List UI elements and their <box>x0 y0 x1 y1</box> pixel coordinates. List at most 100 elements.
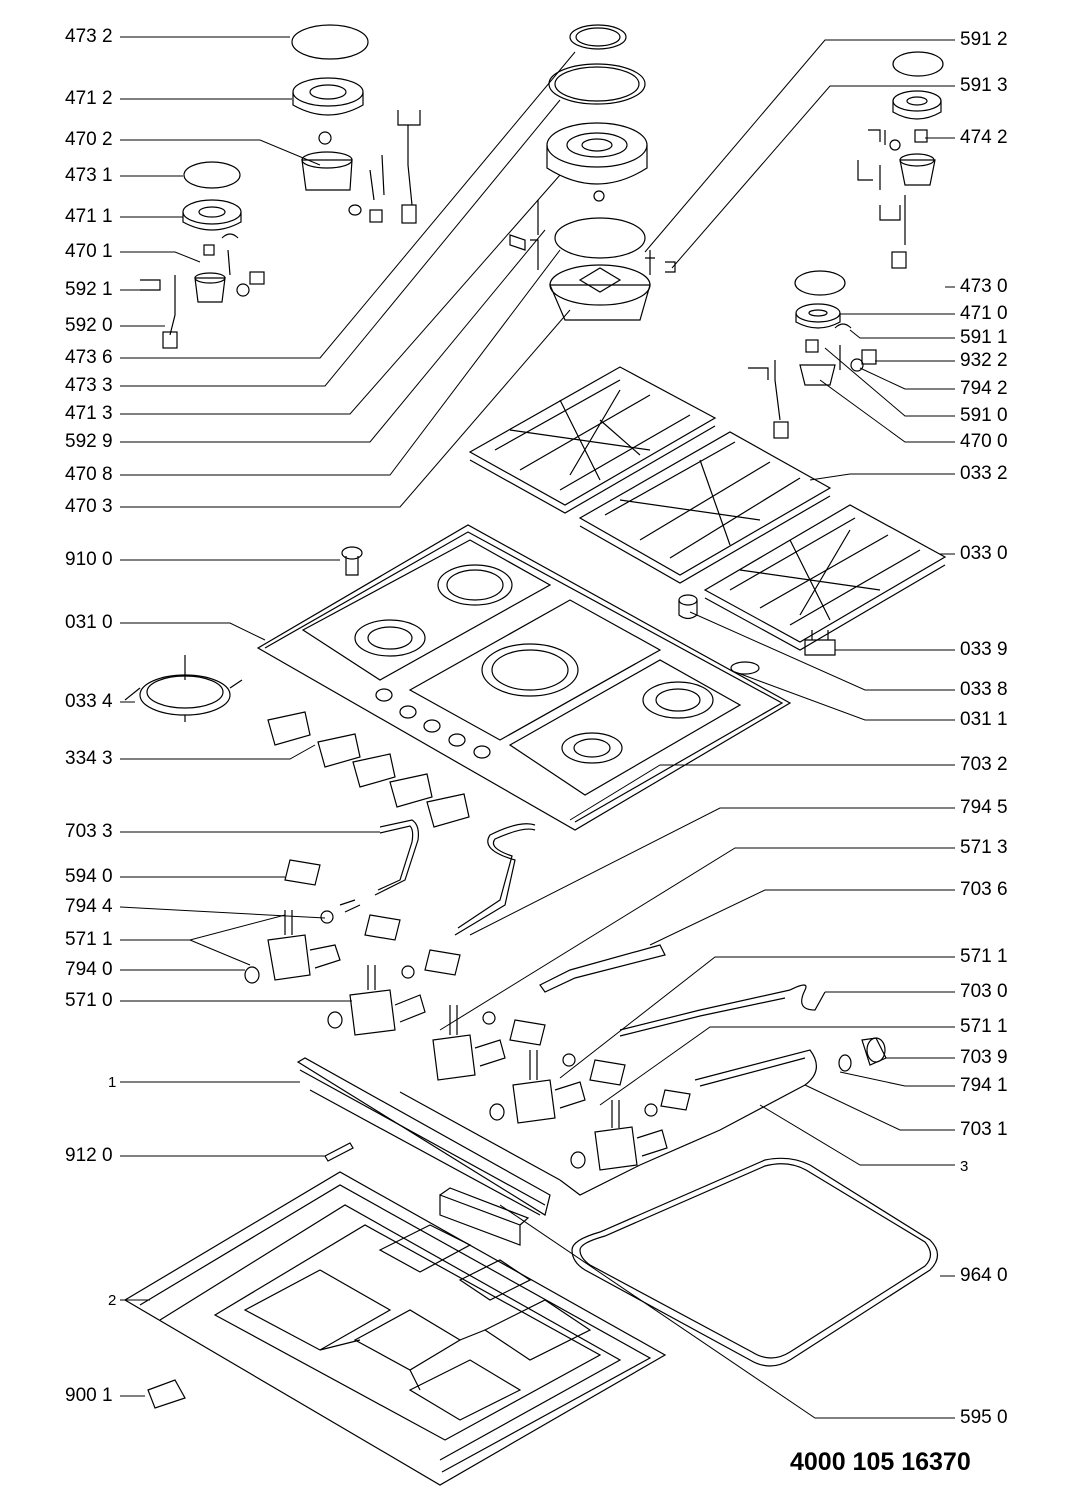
callout-label: 033 2 <box>960 463 1008 484</box>
burner-cap-4731 <box>183 161 241 189</box>
burner-cap-4730 <box>794 270 846 296</box>
burner-cap-4732 <box>291 24 369 60</box>
callout-label: 031 0 <box>65 612 113 633</box>
leader-lines-right <box>439 39 955 1419</box>
callout-label: 473 0 <box>960 276 1008 297</box>
burner-cap-4736 <box>569 24 627 50</box>
callout-label: 473 6 <box>65 347 113 368</box>
callout-label: 703 0 <box>960 981 1008 1002</box>
callout-label: 594 0 <box>65 866 113 887</box>
callout-label: 703 2 <box>960 754 1008 775</box>
callout-label: 571 1 <box>960 946 1008 967</box>
callout-label: 033 9 <box>960 639 1008 660</box>
callout-label: 964 0 <box>960 1265 1008 1286</box>
callout-label: 471 0 <box>960 303 1008 324</box>
burner-body-4702 <box>301 110 421 224</box>
callout-label: 591 3 <box>960 75 1008 96</box>
callout-label: 900 1 <box>65 1385 113 1406</box>
hob-top-0310 <box>256 524 792 831</box>
callout-label: 592 1 <box>65 279 113 300</box>
ignition-module-5950 <box>439 1187 530 1246</box>
callout-label: 794 0 <box>65 959 113 980</box>
tap-5711b <box>570 1100 668 1171</box>
foot-0338 <box>678 594 698 620</box>
callout-label: 033 4 <box>65 691 113 712</box>
callout-label: 1 <box>108 1074 117 1091</box>
callout-label: 471 2 <box>65 88 113 109</box>
front-profile-1 <box>296 1057 561 1216</box>
callout-label: 703 6 <box>960 879 1008 900</box>
tap-clips <box>284 859 691 1117</box>
pipe-7031 <box>559 1049 817 1196</box>
callout-label: 334 3 <box>65 748 113 769</box>
gasket-5929 <box>554 190 646 259</box>
callout-label: 571 1 <box>960 1016 1008 1037</box>
callout-label: 473 1 <box>65 165 113 186</box>
callout-label: 470 1 <box>65 241 113 262</box>
burner-cap-5913 <box>892 51 944 77</box>
callout-label: 703 1 <box>960 1119 1008 1140</box>
callout-label: 031 1 <box>960 709 1008 730</box>
pipe-7033 <box>374 819 419 896</box>
foot-9001 <box>147 1379 186 1409</box>
ring-4733 <box>548 63 646 105</box>
callout-label: 910 0 <box>65 549 113 570</box>
callout-label: 473 2 <box>65 26 113 47</box>
pan-support-left <box>468 366 717 514</box>
callout-label: 703 3 <box>65 821 113 842</box>
pan-support-right <box>703 504 947 651</box>
callout-label: 591 2 <box>960 29 1008 50</box>
burner-crown-4710 <box>795 303 841 329</box>
callout-label: 932 2 <box>960 350 1008 371</box>
callout-label: 591 1 <box>960 327 1008 348</box>
callout-label: 033 0 <box>960 543 1008 564</box>
callout-label: 470 2 <box>65 129 113 150</box>
callout-label: 794 5 <box>960 797 1008 818</box>
clip-0339 <box>804 630 836 656</box>
callout-label: 033 8 <box>960 679 1008 700</box>
bottom-tray-2 <box>123 1171 667 1486</box>
callout-label: 703 9 <box>960 1047 1008 1068</box>
callout-label: 912 0 <box>65 1145 113 1166</box>
callout-label: 471 3 <box>65 403 113 424</box>
tap-5710 <box>327 965 426 1036</box>
callout-label: 470 8 <box>65 464 113 485</box>
callout-label: 571 3 <box>960 837 1008 858</box>
screw-9100 <box>341 546 363 576</box>
callout-label: 474 2 <box>960 127 1008 148</box>
callout-label: 2 <box>108 1292 117 1309</box>
elbow-7039 <box>838 1037 887 1072</box>
pipe-7945 <box>454 823 536 936</box>
pan-support-middle <box>578 431 832 584</box>
callout-label: 794 1 <box>960 1075 1008 1096</box>
burner-crown-4712 <box>292 77 364 116</box>
callout-label: 595 0 <box>960 1407 1008 1428</box>
callout-label: 571 0 <box>65 990 113 1011</box>
callout-label: 592 9 <box>65 431 113 452</box>
document-number: 4000 105 16370 <box>790 1448 971 1476</box>
burner-crown-4742 <box>857 90 942 269</box>
tap-5711a <box>489 1050 586 1124</box>
burner-body-4701 <box>140 233 265 349</box>
callout-label: 470 0 <box>960 431 1008 452</box>
callout-label: 571 1 <box>65 929 113 950</box>
callout-label: 470 3 <box>65 496 113 517</box>
wok-ring-0334 <box>124 655 243 722</box>
callout-label: 794 2 <box>960 378 1008 399</box>
knobs-3343 <box>267 711 470 828</box>
burner-body-4708 <box>509 200 676 321</box>
callout-label: 592 0 <box>65 315 113 336</box>
pipe-7030 <box>619 984 826 1037</box>
burner-body-4700 <box>748 323 877 439</box>
burner-crown-4713 <box>546 122 648 185</box>
pipe-7036 <box>539 944 666 993</box>
tap-5711-left <box>244 910 341 984</box>
callout-label: 3 <box>960 1158 969 1175</box>
callout-label: 473 3 <box>65 375 113 396</box>
burner-crown-4711 <box>182 199 242 231</box>
screw-9120 <box>324 1142 354 1162</box>
callout-label: 591 0 <box>960 405 1008 426</box>
leader-lines-left <box>119 36 576 1397</box>
seal-9640 <box>571 1157 939 1367</box>
